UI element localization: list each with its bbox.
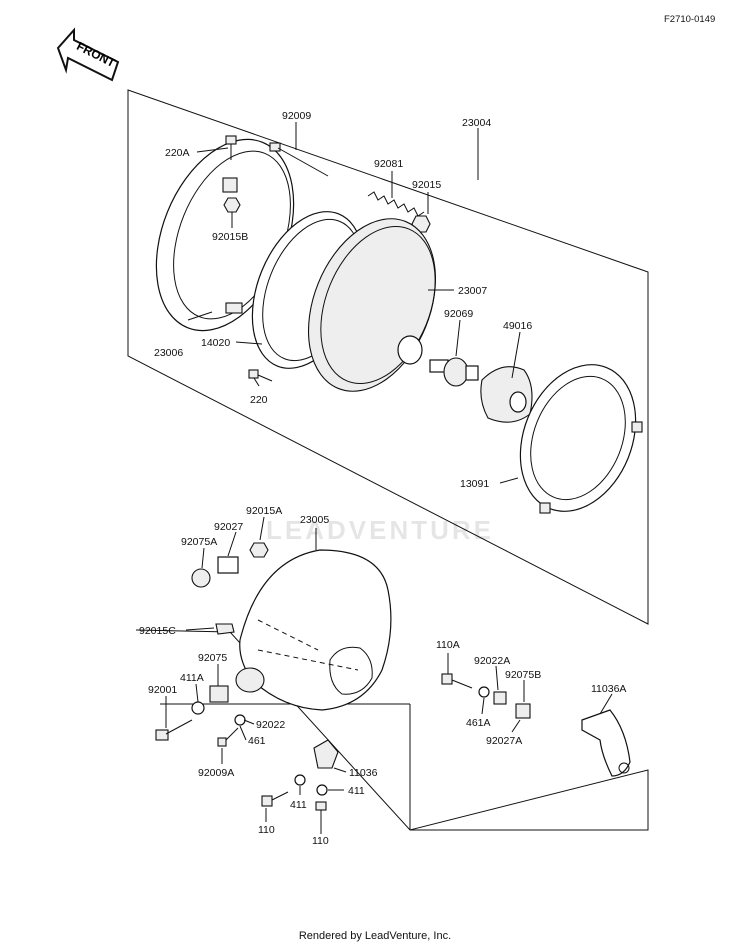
bracket-11036 xyxy=(313,739,339,769)
headlight-assembly-outline xyxy=(127,89,649,625)
screw-92009 xyxy=(269,142,329,177)
label-92015a: 92015A xyxy=(246,505,282,517)
screw-220 xyxy=(248,369,273,382)
label-220a: 220A xyxy=(165,147,190,159)
label-220: 220 xyxy=(250,394,268,406)
bracket-hole-icon xyxy=(618,762,630,774)
label-411-center: 411 xyxy=(290,799,307,811)
label-411-right: 411 xyxy=(348,785,365,797)
bolt-92001 xyxy=(155,719,193,741)
footer-credit: Rendered by LeadVenture, Inc. xyxy=(298,930,452,942)
label-49016: 49016 xyxy=(503,320,532,332)
label-23007: 23007 xyxy=(458,285,487,297)
label-92015: 92015 xyxy=(412,179,441,191)
damper-92027a xyxy=(515,703,531,719)
bracket-92015c xyxy=(215,623,235,635)
figure-code: F2710-0149 xyxy=(664,14,716,25)
label-11036a: 11036A xyxy=(591,683,626,695)
label-92015b: 92015B xyxy=(212,231,248,243)
lower-assembly-outline xyxy=(135,629,649,831)
bolt-110-vertical xyxy=(315,801,327,822)
label-11036: 11036 xyxy=(349,767,378,779)
collar-92022a xyxy=(493,691,507,705)
mounting-ring-13091 xyxy=(519,364,643,514)
label-92027a: 92027A xyxy=(486,735,522,747)
headlight-housing-23005 xyxy=(235,549,392,711)
washer-461 xyxy=(234,714,246,726)
label-23005: 23005 xyxy=(300,514,329,526)
label-92075b: 92075B xyxy=(505,669,541,681)
label-92009a: 92009A xyxy=(198,767,234,779)
washer-411-right xyxy=(316,784,328,796)
washer-461a xyxy=(478,686,490,698)
label-92075: 92075 xyxy=(198,652,227,664)
label-461a: 461A xyxy=(466,717,491,729)
collar-92027 xyxy=(217,556,239,574)
label-110-left: 110 xyxy=(258,824,275,836)
bracket-11036a xyxy=(581,709,631,777)
washer-411-center xyxy=(294,774,306,786)
sealed-beam-23007 xyxy=(307,218,437,392)
label-92081: 92081 xyxy=(374,158,403,170)
label-92075a: 92075A xyxy=(181,536,217,548)
label-110a: 110A xyxy=(436,639,460,651)
bulb-92069 xyxy=(429,357,479,387)
label-92015c: 92015C xyxy=(139,625,176,637)
label-411a: 411A xyxy=(180,672,204,684)
label-13091: 13091 xyxy=(460,478,489,490)
screw-92009a xyxy=(217,727,239,747)
socket-49016 xyxy=(480,366,533,423)
label-92001: 92001 xyxy=(148,684,177,696)
watermark: LEADVENTURE xyxy=(265,515,494,545)
label-110-bottom: 110 xyxy=(312,835,329,847)
damper-92075 xyxy=(209,685,229,703)
label-14020: 14020 xyxy=(201,337,230,349)
front-arrow-icon: FRONT xyxy=(56,27,120,82)
label-92022: 92022 xyxy=(256,719,285,731)
leader-lines xyxy=(165,122,613,834)
label-461: 461 xyxy=(248,735,266,747)
label-23004: 23004 xyxy=(462,117,491,129)
nut-92015a xyxy=(249,542,269,558)
bolt-110-left xyxy=(261,791,289,807)
label-23006: 23006 xyxy=(154,347,183,359)
screw-220a xyxy=(225,135,237,160)
bolt-110a xyxy=(441,673,473,689)
label-92027: 92027 xyxy=(214,521,243,533)
damper-92075a xyxy=(191,568,211,588)
label-92009: 92009 xyxy=(282,110,311,122)
spring-92081 xyxy=(367,191,425,217)
washer-411a xyxy=(191,701,205,715)
label-92069: 92069 xyxy=(444,308,473,320)
nut-92015b xyxy=(223,197,241,213)
label-92022a: 92022A xyxy=(474,655,510,667)
